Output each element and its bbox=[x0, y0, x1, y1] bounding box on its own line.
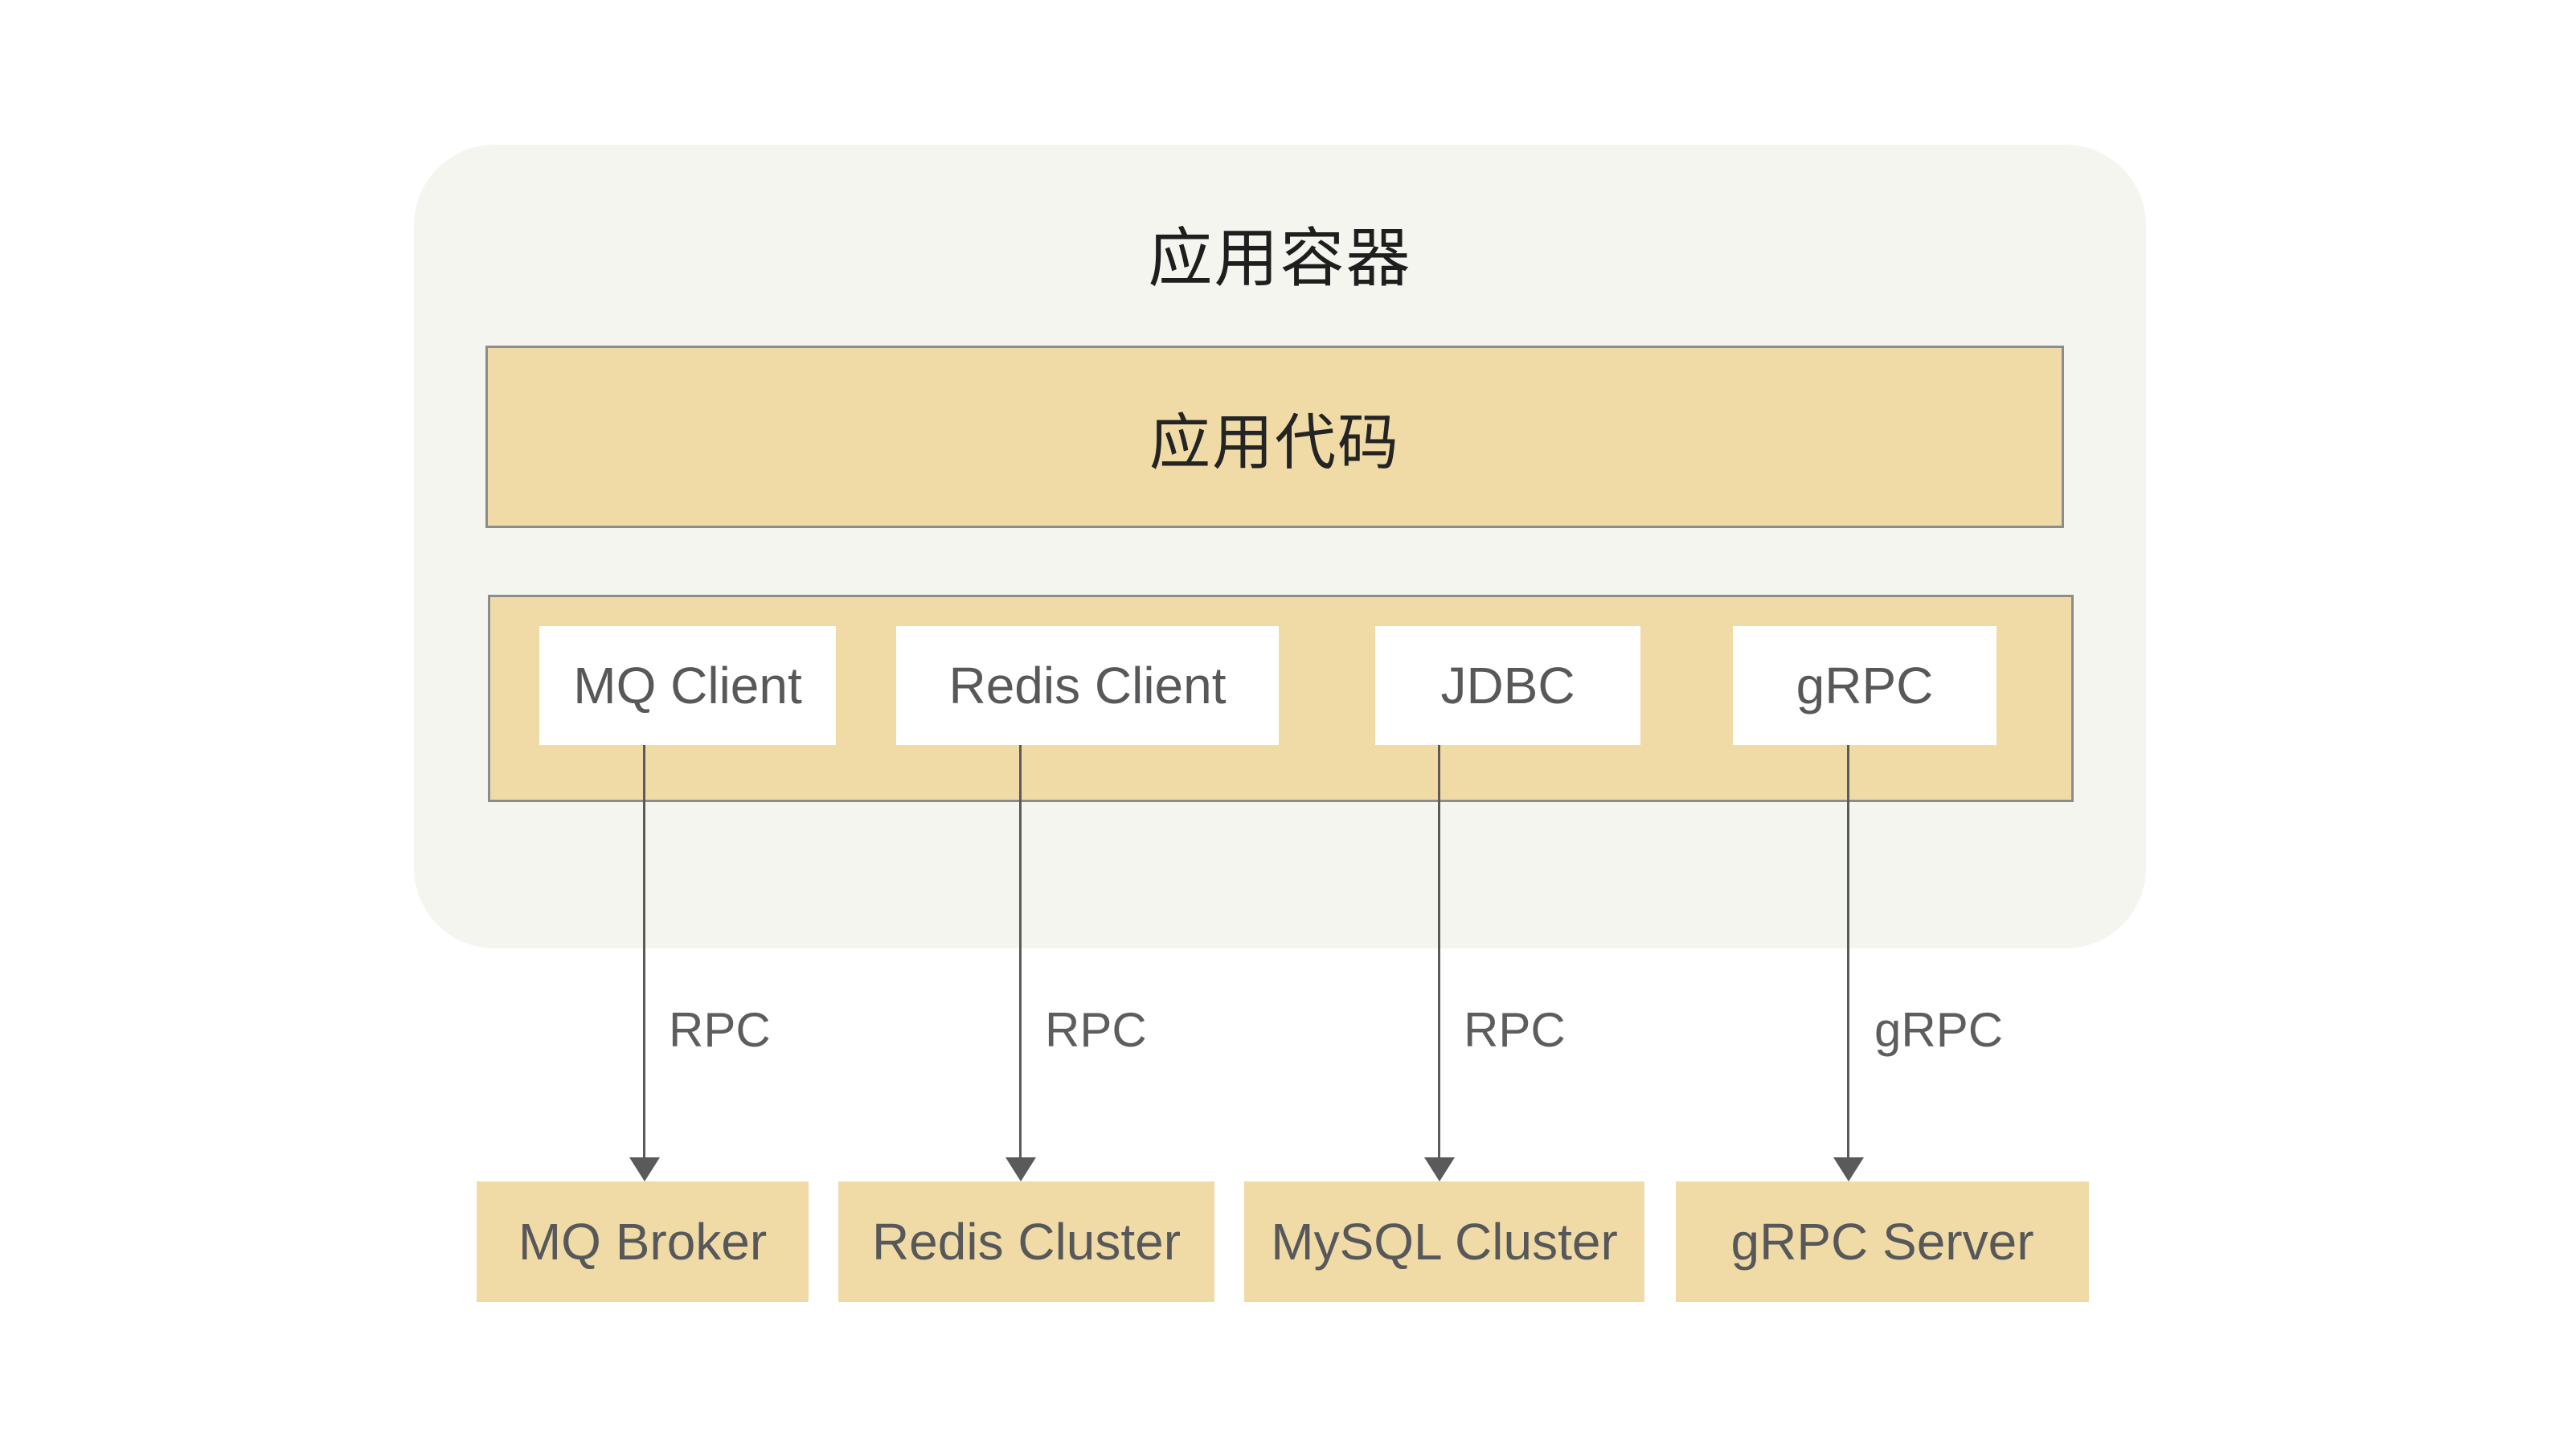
arrow-grpc-arrowhead-icon bbox=[1833, 1157, 1864, 1181]
client-box-grpc-label: gRPC bbox=[1796, 657, 1934, 714]
backend-box-mysql-cluster-label: MySQL Cluster bbox=[1271, 1213, 1618, 1271]
client-box-redis: Redis Client bbox=[896, 626, 1279, 745]
app-code-label: 应用代码 bbox=[1149, 408, 1400, 477]
client-box-jdbc-label: JDBC bbox=[1440, 657, 1575, 714]
app-code-box: 应用代码 bbox=[485, 346, 2064, 528]
arrow-mq-label: RPC bbox=[669, 1003, 771, 1057]
arrow-jdbc-arrowhead-icon bbox=[1424, 1157, 1455, 1181]
arrow-grpc-line bbox=[1847, 745, 1849, 1159]
arrow-jdbc-label: RPC bbox=[1464, 1003, 1566, 1057]
backend-box-grpc-server-label: gRPC Server bbox=[1730, 1213, 2034, 1271]
client-box-mq-label: MQ Client bbox=[573, 657, 802, 714]
client-box-jdbc: JDBC bbox=[1375, 626, 1640, 745]
backend-box-mq-broker: MQ Broker bbox=[477, 1181, 809, 1302]
arrow-mq-arrowhead-icon bbox=[629, 1157, 660, 1181]
arrow-redis-line bbox=[1019, 745, 1022, 1159]
arrow-grpc-label: gRPC bbox=[1874, 1003, 2004, 1057]
app-container-group: 应用容器 bbox=[414, 145, 2146, 948]
backend-box-mq-broker-label: MQ Broker bbox=[518, 1213, 768, 1271]
app-container-title: 应用容器 bbox=[1148, 223, 1412, 294]
client-box-grpc: gRPC bbox=[1733, 626, 1997, 745]
backend-box-redis-cluster: Redis Cluster bbox=[838, 1181, 1214, 1302]
client-box-redis-label: Redis Client bbox=[948, 657, 1227, 714]
backend-box-redis-cluster-label: Redis Cluster bbox=[871, 1213, 1182, 1271]
arrow-mq-line bbox=[643, 745, 645, 1159]
arrow-redis-label: RPC bbox=[1045, 1003, 1147, 1057]
client-layer-box: MQ Client Redis Client JDBC gRPC bbox=[488, 595, 2074, 802]
arrow-jdbc-line bbox=[1438, 745, 1440, 1159]
client-box-mq: MQ Client bbox=[539, 626, 836, 745]
backend-box-grpc-server: gRPC Server bbox=[1676, 1181, 2089, 1302]
backend-box-mysql-cluster: MySQL Cluster bbox=[1244, 1181, 1644, 1302]
arrow-redis-arrowhead-icon bbox=[1005, 1157, 1036, 1181]
